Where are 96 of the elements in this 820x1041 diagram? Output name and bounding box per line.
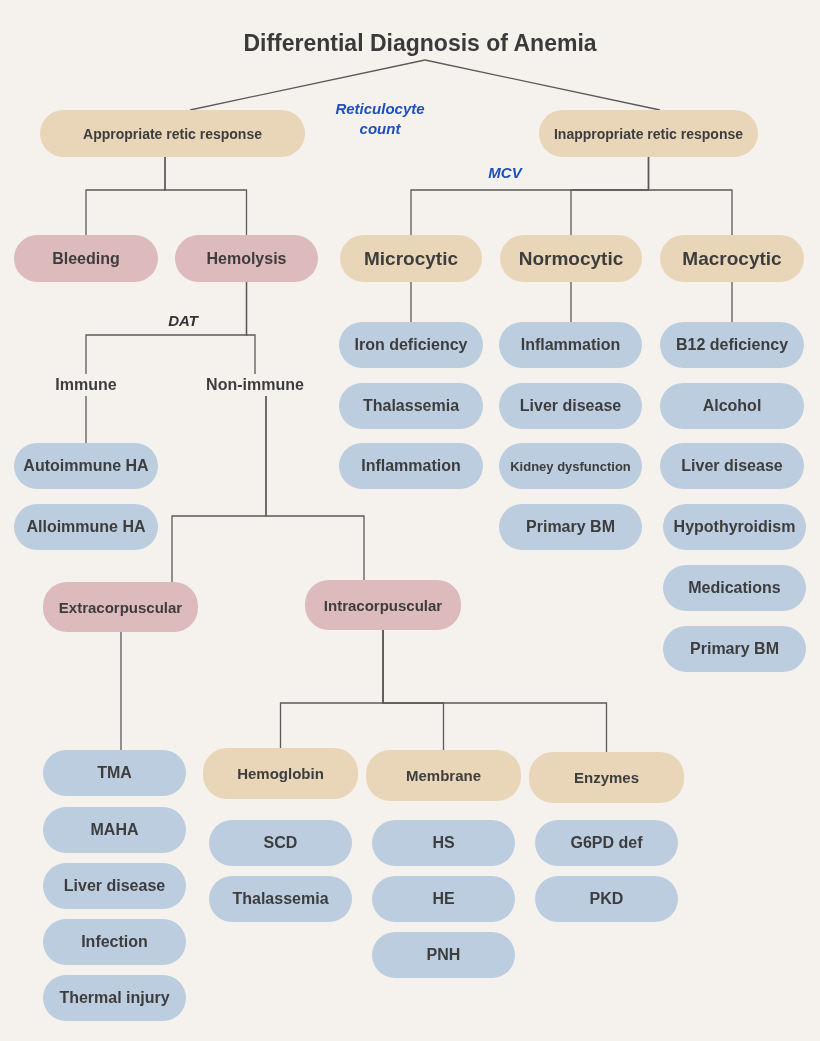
- cause-pill: [663, 626, 806, 672]
- connector-line: [382, 629, 608, 753]
- cause-pill: [209, 876, 352, 922]
- cause-pill: [660, 443, 804, 489]
- pill-text: Alcohol: [702, 397, 762, 415]
- connector-line: [189, 59, 426, 111]
- cause-pill: [43, 750, 186, 796]
- connector-line: [410, 281, 412, 323]
- category-pill: [40, 110, 305, 157]
- pill-text: Inflammation: [361, 457, 461, 475]
- pill-text: Hypothyroidism: [673, 518, 796, 536]
- pill-text: Kidney dysfunction: [510, 458, 631, 474]
- cause-pill: [535, 820, 678, 866]
- cause-pill: [663, 565, 806, 611]
- pill-text: Thermal injury: [59, 989, 170, 1007]
- connector-line: [424, 59, 661, 111]
- pill-text: Alloimmune HA: [26, 518, 146, 536]
- pill-text: Extracorpuscular: [58, 598, 183, 616]
- cause-pill: [660, 383, 804, 429]
- connector-line: [120, 631, 122, 751]
- pill-text: SCD: [263, 834, 298, 852]
- cause-pill: [43, 807, 186, 853]
- pill-text: Membrane: [406, 767, 481, 784]
- category-pill: [340, 235, 482, 282]
- pill-text: Hemolysis: [206, 249, 287, 268]
- pill-text: TMA: [97, 764, 132, 782]
- pill-text: Microcytic: [364, 247, 458, 270]
- connector-line: [85, 395, 87, 444]
- pill-text: Autoimmune HA: [23, 457, 149, 475]
- category-pill: [175, 235, 318, 282]
- cause-pill: [339, 322, 483, 368]
- branch-text: Non-immune: [206, 376, 304, 394]
- pill-text: Intracorpuscular: [323, 596, 443, 614]
- cause-pill: [43, 975, 186, 1021]
- category-pill: [539, 110, 758, 157]
- branch-text: Immune: [55, 376, 117, 394]
- category-pill: [305, 580, 461, 630]
- connector-line: [164, 156, 248, 236]
- cause-pill: [499, 443, 642, 489]
- pill-text: HE: [432, 890, 455, 908]
- cause-pill: [43, 919, 186, 965]
- axis-label: DAT: [167, 311, 200, 331]
- cause-pill: [535, 876, 678, 922]
- cause-pill: [663, 504, 806, 550]
- cause-pill: [372, 876, 515, 922]
- pill-text: Thalassemia: [232, 890, 329, 908]
- cause-pill: [499, 504, 642, 550]
- pill-text: Primary BM: [690, 640, 779, 658]
- cause-pill: [339, 443, 483, 489]
- pill-text: Bleeding: [52, 249, 120, 268]
- category-pill: [500, 235, 642, 282]
- pill-text: Macrocytic: [682, 247, 782, 270]
- axis-label: MCV: [487, 163, 524, 183]
- category-pill: [43, 582, 198, 632]
- connector-line: [265, 395, 365, 581]
- pill-text: PNH: [426, 946, 461, 964]
- cause-pill: [14, 504, 158, 550]
- cause-pill: [372, 820, 515, 866]
- pill-text: Liver disease: [681, 457, 783, 475]
- cause-pill: [372, 932, 515, 978]
- cause-pill: [339, 383, 483, 429]
- pill-text: HS: [432, 834, 455, 852]
- pill-text: PKD: [589, 890, 624, 908]
- pill-text: Appropriate retic response: [83, 125, 262, 142]
- cause-pill: [499, 322, 642, 368]
- cause-pill: [14, 443, 158, 489]
- cause-pill: [499, 383, 642, 429]
- connector-line: [245, 281, 256, 375]
- category-pill: [366, 750, 521, 801]
- pill-text: Iron deficiency: [354, 336, 468, 354]
- axis-label: Reticulocyte count: [334, 99, 426, 138]
- category-pill: [14, 235, 158, 282]
- pill-text: Normocytic: [518, 247, 624, 270]
- pill-text: Liver disease: [63, 877, 166, 895]
- connector-line: [647, 156, 733, 236]
- category-pill: [529, 752, 684, 803]
- pill-text: Infection: [81, 933, 148, 951]
- root-node-text: Differential Diagnosis of Anemia: [243, 29, 597, 57]
- pill-text: Thalassemia: [362, 397, 460, 415]
- pill-text: Liver disease: [519, 397, 622, 415]
- pill-text: Enzymes: [573, 769, 639, 786]
- pill-text: G6PD def: [570, 834, 643, 852]
- pill-text: Hemoglobin: [237, 765, 324, 782]
- connector-line: [731, 281, 733, 323]
- cause-pill: [660, 322, 804, 368]
- cause-pill: [43, 863, 186, 909]
- pill-text: MAHA: [90, 821, 139, 839]
- pill-text: Inflammation: [520, 336, 621, 354]
- pill-text: B12 deficiency: [675, 336, 789, 354]
- connector-line: [570, 281, 572, 323]
- pill-text: Medications: [688, 579, 781, 597]
- pill-text: Inappropriate retic response: [553, 125, 744, 142]
- category-pill: [660, 235, 804, 282]
- cause-pill: [209, 820, 352, 866]
- category-pill: [203, 748, 358, 799]
- pill-text: Primary BM: [526, 518, 615, 536]
